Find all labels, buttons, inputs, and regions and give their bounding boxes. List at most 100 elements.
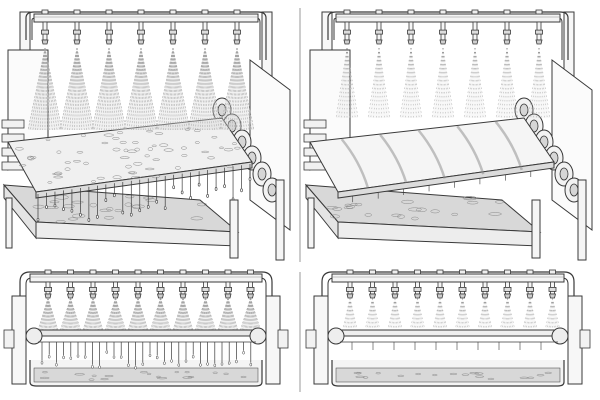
panel-water-bead bbox=[64, 167, 71, 171]
side-end-roller-left bbox=[25, 327, 43, 345]
tank-ripple bbox=[487, 377, 495, 381]
basin-ripple bbox=[332, 207, 343, 211]
spray-cone bbox=[335, 47, 359, 119]
spray-streak bbox=[391, 297, 396, 329]
spray-cone bbox=[463, 47, 487, 119]
nozzle-collar bbox=[343, 29, 351, 35]
side-spray-cone bbox=[105, 297, 126, 331]
panel-water-bead bbox=[146, 130, 153, 133]
pipe-coupling bbox=[535, 9, 543, 15]
spray-streak bbox=[372, 297, 375, 329]
drip-drop bbox=[45, 205, 48, 209]
spray-streak bbox=[547, 297, 553, 329]
side-spray-cone bbox=[37, 297, 59, 331]
spray-cone-fill bbox=[500, 298, 515, 328]
nozzle-collar bbox=[481, 286, 489, 292]
supply-pipe-loop bbox=[25, 11, 267, 60]
nozzle-collar bbox=[134, 286, 142, 292]
nozzle-tip bbox=[105, 39, 113, 45]
basin-ripple bbox=[125, 195, 135, 199]
nozzle-tip bbox=[201, 39, 209, 45]
spray-streak bbox=[417, 297, 420, 329]
spray-streak bbox=[365, 297, 373, 329]
spray-cone bbox=[123, 47, 159, 131]
pipe-coupling bbox=[481, 269, 489, 275]
pipe-coupling bbox=[224, 269, 232, 275]
panel-water-bead bbox=[19, 164, 27, 167]
panel-water-bead bbox=[154, 132, 164, 135]
spray-streak bbox=[526, 297, 531, 329]
nozzle-collar bbox=[407, 29, 415, 35]
spray-streak bbox=[394, 297, 399, 329]
spray-streak bbox=[455, 297, 463, 329]
spray-streak bbox=[457, 297, 463, 329]
spray-streak bbox=[505, 297, 508, 329]
spray-cone-fill bbox=[368, 48, 390, 118]
panel-water-bead bbox=[53, 175, 64, 179]
panel-water-bead bbox=[91, 180, 96, 183]
basin-ripple bbox=[451, 212, 458, 216]
spray-cone-fill bbox=[365, 298, 380, 328]
spray-streak bbox=[394, 297, 401, 329]
spray-streak bbox=[349, 297, 354, 329]
nozzle-collar bbox=[503, 286, 512, 292]
nozzle-collar bbox=[111, 286, 120, 292]
panel-water-bead bbox=[119, 140, 127, 144]
panel-water-bead bbox=[151, 144, 157, 147]
tank-ripple bbox=[139, 371, 148, 374]
panel-water-bead bbox=[163, 148, 174, 152]
panel-water-bead bbox=[144, 154, 150, 158]
panel-water-bead bbox=[56, 150, 62, 154]
side-drip-drop bbox=[62, 355, 65, 360]
nozzle-collar bbox=[233, 29, 241, 35]
pipe-coupling bbox=[414, 269, 421, 275]
pipe-coupling bbox=[41, 9, 49, 15]
spray-cone-fill bbox=[156, 48, 190, 130]
spray-streak bbox=[528, 297, 531, 329]
spray-streak bbox=[439, 297, 446, 329]
panel-water-bead bbox=[81, 133, 86, 138]
nozzle-collar bbox=[436, 286, 444, 292]
nozzle-collar bbox=[179, 286, 187, 292]
basin-ripple bbox=[343, 206, 354, 209]
spray-cone bbox=[219, 47, 255, 131]
spray-streak bbox=[231, 47, 238, 131]
spray-cone-fill bbox=[28, 48, 62, 130]
drip-drop bbox=[223, 184, 226, 189]
spray-cone bbox=[495, 47, 519, 119]
side-drip-drop bbox=[170, 359, 173, 363]
side-drip-drop bbox=[127, 363, 130, 368]
tank-ripple bbox=[104, 374, 114, 378]
spray-cone-fill bbox=[92, 48, 126, 130]
spray-cone-fill bbox=[528, 48, 550, 118]
side-spray-cone bbox=[432, 297, 448, 329]
nozzle-tip bbox=[436, 293, 444, 299]
spray-streak bbox=[484, 297, 489, 329]
rinse-streak bbox=[340, 138, 369, 188]
spray-streak bbox=[140, 47, 147, 131]
spray-header bbox=[33, 9, 259, 45]
spray-streak bbox=[529, 297, 532, 329]
basin-ripple bbox=[364, 213, 372, 217]
side-spray-header bbox=[331, 269, 565, 299]
basin-ripple bbox=[32, 204, 45, 209]
drip-drop bbox=[180, 190, 184, 195]
pipe-coupling bbox=[179, 269, 187, 275]
spray-streak bbox=[344, 297, 351, 329]
nozzle-tip bbox=[458, 293, 467, 299]
spray-streak bbox=[529, 297, 538, 329]
basin-ripple bbox=[354, 202, 363, 207]
drip-drop bbox=[129, 212, 133, 217]
nozzle-tip bbox=[471, 39, 479, 45]
panel-water-bead bbox=[194, 129, 201, 133]
pipe-coupling bbox=[169, 9, 177, 15]
spray-cone-fill bbox=[400, 48, 422, 118]
spray-streak bbox=[439, 297, 444, 329]
spray-cone bbox=[527, 47, 551, 119]
side-end-roller-right bbox=[249, 327, 267, 345]
spray-streak bbox=[458, 297, 463, 329]
spray-cone bbox=[27, 47, 63, 131]
basin-ripple bbox=[44, 206, 59, 209]
side-spray-cone bbox=[365, 297, 380, 329]
side-supply-loop bbox=[321, 271, 575, 330]
